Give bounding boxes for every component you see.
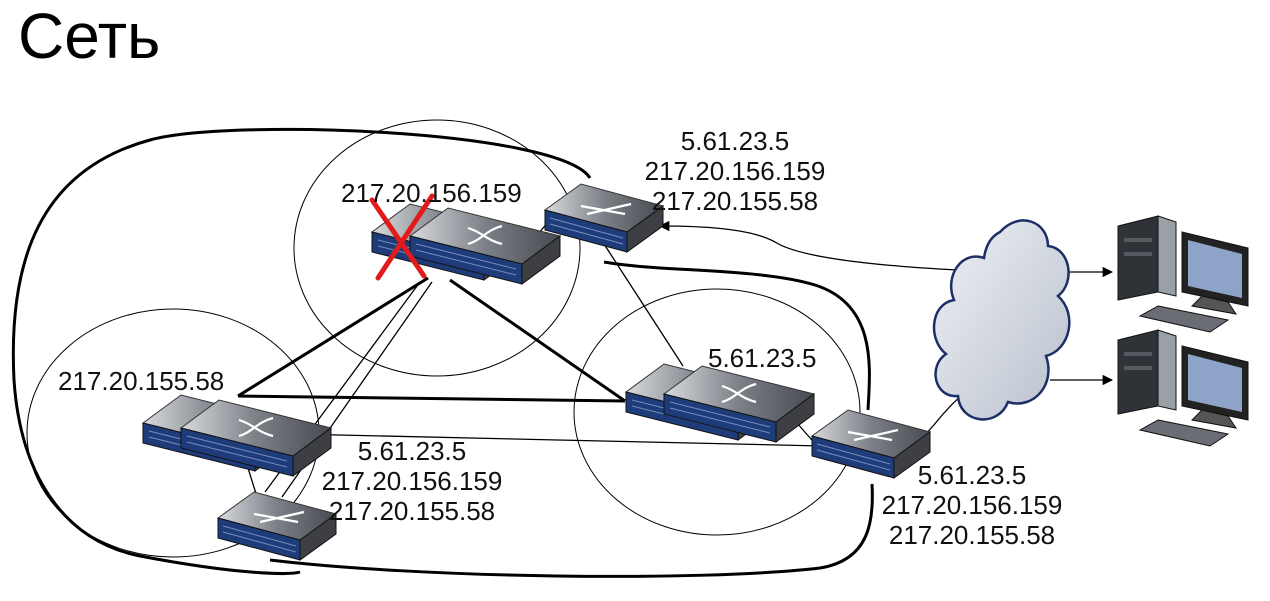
router-bottom-left-address-3: 217.20.155.58 [329, 496, 495, 526]
cluster-triangle-links [237, 276, 626, 403]
cluster-top-address: 217.20.156.159 [341, 178, 522, 208]
network-switch-icon-right-front[interactable] [662, 364, 816, 444]
router-switch-icon-bottom-left[interactable] [216, 490, 338, 562]
desktop-computer-icon-top[interactable] [1117, 215, 1249, 333]
arrow-cloud-to-router-top [658, 220, 959, 271]
link-top-left [237, 276, 429, 398]
router-switch-icon-bottom-right[interactable] [810, 408, 932, 480]
outer-loop-bottom [269, 483, 874, 578]
cluster-left-switches [141, 393, 333, 478]
router-bottom-right-addresses: 5.61.23.5 217.20.156.159 217.20.155.58 [882, 460, 1063, 550]
outer-loops [11, 127, 874, 578]
router-bottom-right-address-1: 5.61.23.5 [918, 460, 1026, 490]
router-top-right-address-2: 217.20.156.159 [645, 156, 826, 186]
cluster-left-address: 217.20.155.58 [58, 366, 224, 396]
link-top-right [449, 278, 626, 403]
router-bottom-right-address-2: 217.20.156.159 [882, 490, 1063, 520]
router-bottom-left-address-2: 217.20.156.159 [322, 466, 503, 496]
outer-loop-left [11, 127, 592, 575]
outer-loop-right [603, 260, 871, 411]
router-bottom-left-address-1: 5.61.23.5 [358, 436, 466, 466]
network-switch-icon-top-front[interactable] [408, 206, 562, 286]
page-title: Сеть [18, 0, 160, 72]
router-top-right-address-1: 5.61.23.5 [681, 126, 789, 156]
link-left-right [237, 394, 626, 403]
link-left-bottomright [294, 433, 823, 447]
router-bottom-right-address-3: 217.20.155.58 [889, 520, 1055, 550]
router-top-right-address-3: 217.20.155.58 [652, 186, 818, 216]
network-switch-icon-left-front[interactable] [179, 398, 333, 478]
router-bottom-left-addresses: 5.61.23.5 217.20.156.159 217.20.155.58 [322, 436, 503, 526]
router-top-right-addresses: 5.61.23.5 217.20.156.159 217.20.155.58 [645, 126, 826, 216]
cluster-right-address: 5.61.23.5 [708, 343, 816, 373]
red-cross-icon [369, 193, 435, 281]
cluster-right-switches [624, 362, 816, 444]
desktop-computer-icon-bottom[interactable] [1117, 329, 1249, 447]
internet-cloud-icon [932, 219, 1071, 421]
cluster-top-circle [293, 119, 581, 377]
cluster-right-circle [573, 288, 861, 536]
router-switch-icon-top-right[interactable] [543, 182, 665, 254]
